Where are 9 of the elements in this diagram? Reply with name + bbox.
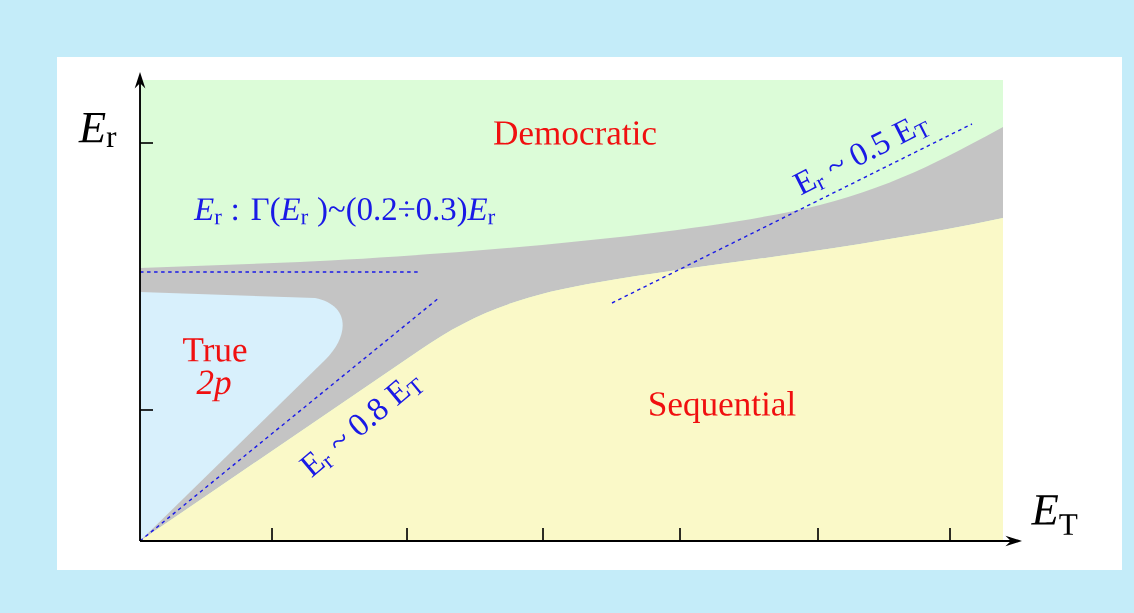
axis-label: E$_{r}$ xyxy=(78,113,117,147)
axis-label: E$_{T}$ xyxy=(1031,495,1078,535)
formula-label: E$_{r}$ ~ 0.5 E$_{T}$ xyxy=(791,118,930,196)
region-label: Democratic xyxy=(494,121,656,145)
formula-label: E$_{r}$ ~ 0.8 E$_{T}$ xyxy=(298,377,424,478)
region-label: Sequential xyxy=(650,391,796,423)
region-label: True xyxy=(183,338,247,362)
region-label: 2p xyxy=(196,370,231,402)
formula-label: E$_{r}$ : Γ(E$_{r}$ )~(0.2÷0.3)E$_{r}$ xyxy=(193,197,496,227)
